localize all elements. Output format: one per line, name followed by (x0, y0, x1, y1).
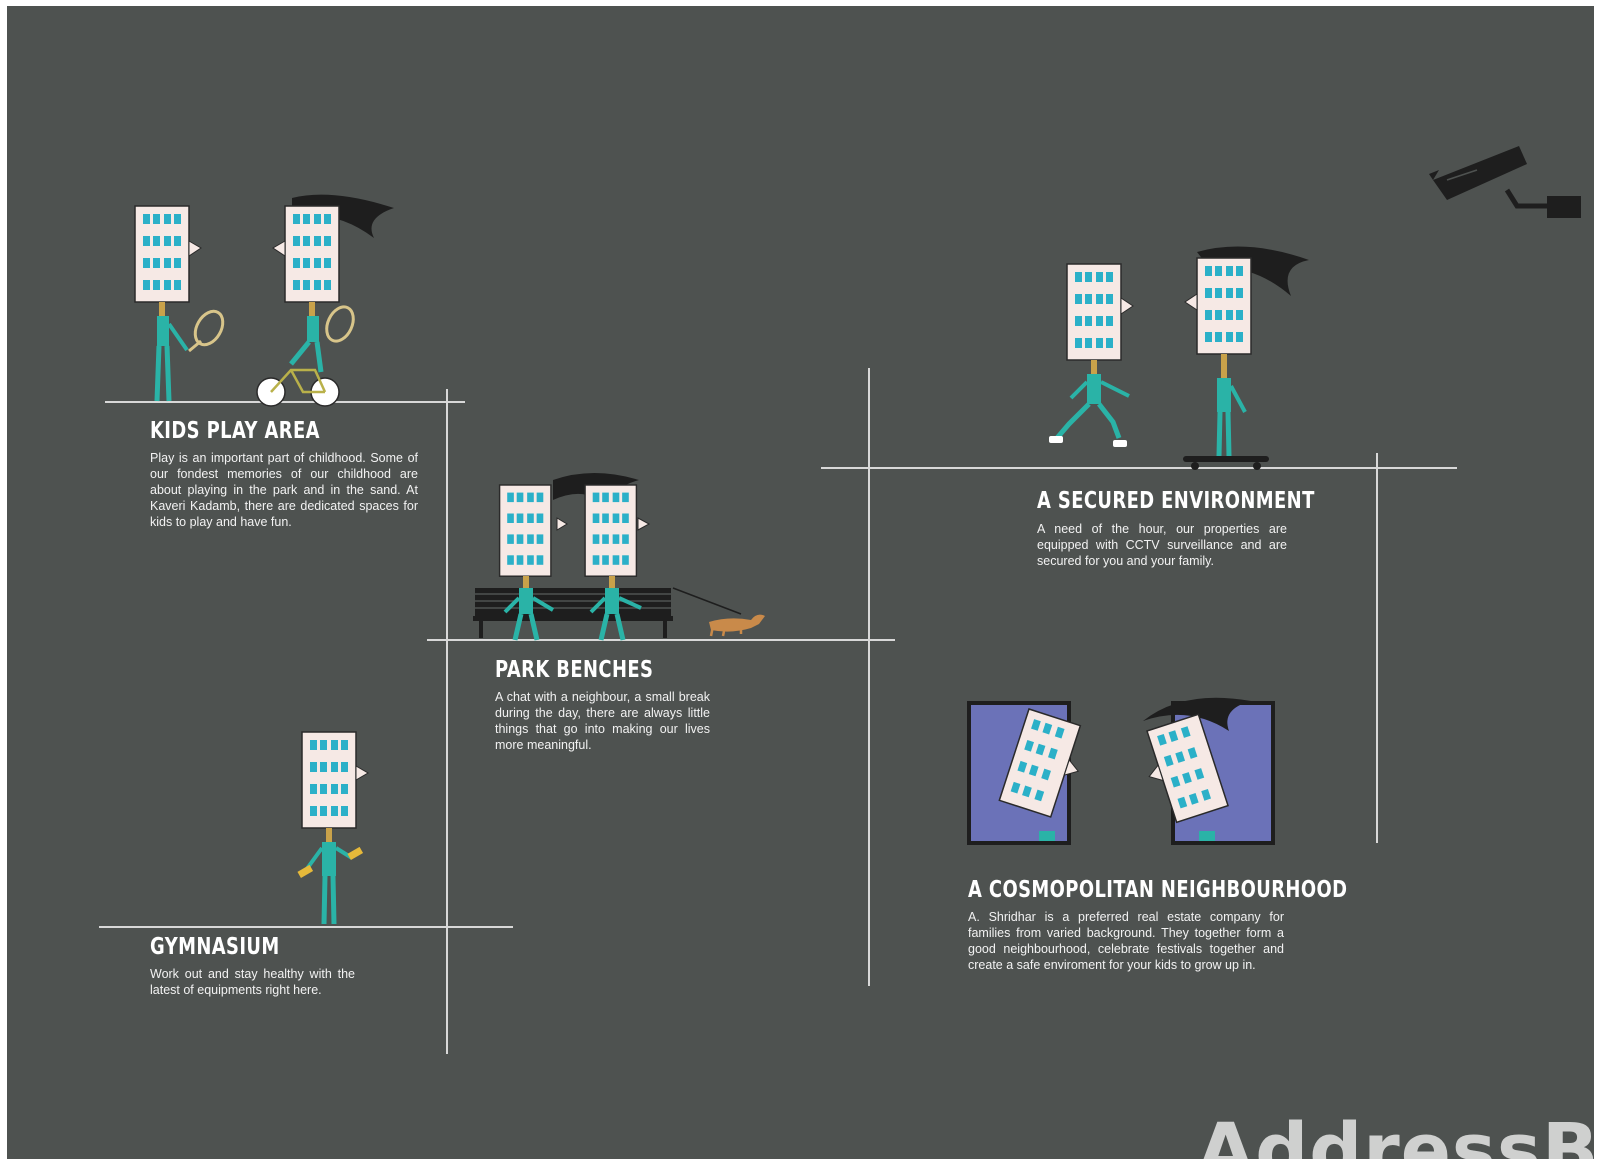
infographic-board: KIDS PLAY AREA Play is an important part… (7, 6, 1594, 1159)
cctv-camera-icon (1429, 146, 1581, 218)
divider-line (105, 401, 465, 403)
divider-line (99, 926, 513, 928)
section-title: KIDS PLAY AREA (150, 418, 320, 444)
secured-environment-illustration (1049, 246, 1309, 470)
section-title: A SECURED ENVIRONMENT (1037, 488, 1315, 514)
park-bench-illustration (473, 473, 765, 641)
kids-play-illustration (134, 194, 394, 407)
section-title: GYMNASIUM (150, 934, 280, 960)
section-description: Work out and stay healthy with the lates… (150, 967, 355, 997)
watermark-logo: AddressBox (1197, 1108, 1594, 1159)
divider-line (868, 368, 870, 986)
gymnasium-illustration (297, 731, 369, 925)
divider-line (1376, 453, 1378, 843)
section-title: A COSMOPOLITAN NEIGHBOURHOOD (968, 877, 1348, 903)
section-description: Play is an important part of childhood. … (150, 451, 418, 529)
divider-line (821, 467, 1457, 469)
divider-line (427, 639, 895, 641)
section-description: A chat with a neighbour, a small break d… (495, 690, 710, 752)
cosmopolitan-illustration (967, 697, 1275, 845)
section-description: A. Shridhar is a preferred real estate c… (968, 910, 1284, 972)
section-description: A need of the hour, our properties are e… (1037, 522, 1287, 568)
divider-line (446, 389, 448, 1054)
section-title: PARK BENCHES (495, 657, 654, 683)
